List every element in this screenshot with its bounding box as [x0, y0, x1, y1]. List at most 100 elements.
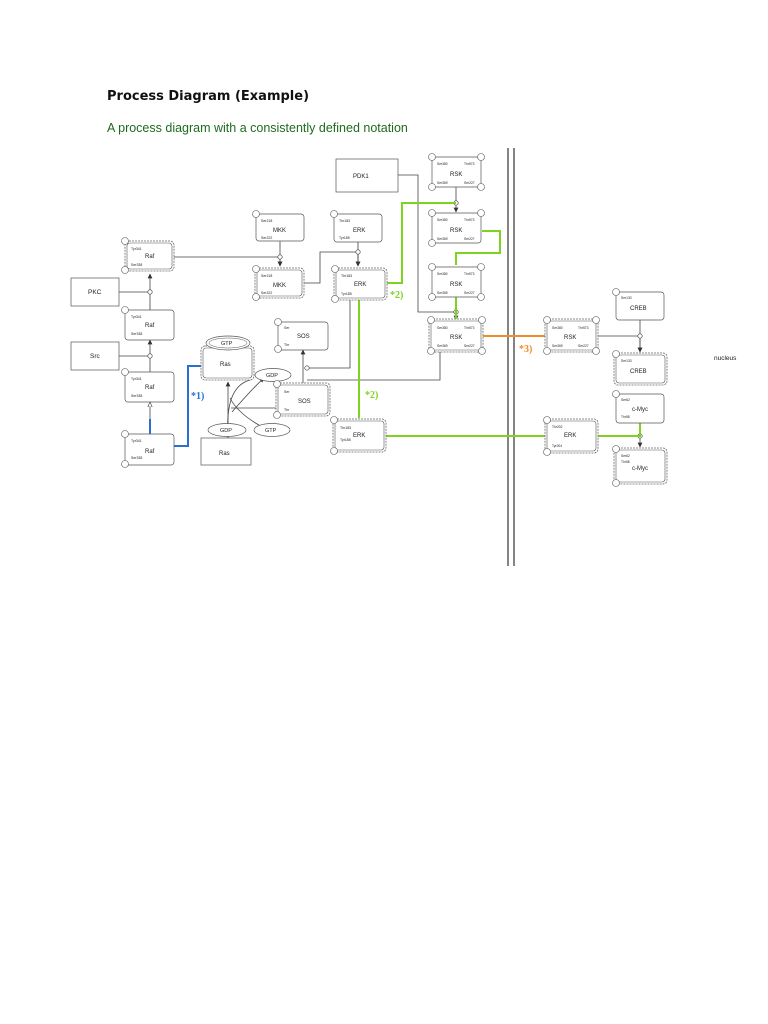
svg-text:SOS: SOS: [297, 334, 310, 340]
svg-text:Tyr341: Tyr341: [131, 377, 142, 381]
svg-text:ERK: ERK: [353, 228, 365, 234]
node-sos-2: Ser Thr SOS: [273, 380, 331, 419]
svg-text:Ser227: Ser227: [464, 181, 475, 185]
svg-text:Thr573: Thr573: [464, 326, 475, 330]
node-raf-3: Tyr341 Ser338 Raf: [121, 368, 175, 403]
node-rsk-nucleus: Ser380 Thr573 Ser369 Ser227 RSK: [543, 316, 600, 355]
node-src: Src: [70, 341, 120, 371]
node-erk-2: Thr183 Tyr185 ERK: [331, 265, 388, 303]
svg-text:Tyr185: Tyr185: [340, 438, 351, 442]
edge-rsk-misc: [307, 352, 441, 381]
svg-text:Tyr185: Tyr185: [339, 236, 350, 240]
svg-text:Tyr341: Tyr341: [131, 247, 142, 251]
svg-text:Ser380: Ser380: [437, 326, 448, 330]
svg-text:Ser227: Ser227: [464, 344, 475, 348]
node-rsk-1: Ser380 Thr573 Ser369 Ser227 RSK: [428, 153, 485, 191]
svg-text:Ser338: Ser338: [131, 263, 142, 267]
svg-text:SOS: SOS: [298, 399, 311, 405]
node-mkk-1: Ser218 Ser222 MKK: [252, 210, 305, 242]
catalysis-marker: [147, 353, 153, 359]
svg-text:RSK: RSK: [450, 172, 462, 178]
catalysis-marker: [277, 254, 283, 260]
svg-text:c-Myc: c-Myc: [632, 407, 648, 413]
page-title: Process Diagram (Example): [107, 89, 310, 104]
node-mkk-2: Ser218 Ser222 MKK: [252, 265, 305, 301]
svg-text:Raf: Raf: [145, 323, 155, 329]
catalysis-marker: [637, 333, 643, 339]
catalysis-marker: [304, 365, 310, 371]
svg-text:PKC: PKC: [88, 289, 102, 296]
svg-text:Ser: Ser: [284, 390, 290, 394]
svg-text:PDK1: PDK1: [353, 174, 369, 180]
svg-text:Ser62: Ser62: [621, 398, 630, 402]
svg-text:Ser380: Ser380: [437, 162, 448, 166]
node-gdp-bottom: GDP: [207, 423, 247, 437]
svg-text:Thr573: Thr573: [464, 218, 475, 222]
svg-text:ERK: ERK: [354, 282, 366, 288]
svg-text:Thr202: Thr202: [552, 425, 563, 429]
svg-text:GTP: GTP: [265, 428, 277, 434]
svg-text:Thr183: Thr183: [340, 426, 351, 430]
svg-text:Ser133: Ser133: [621, 296, 632, 300]
node-sos-1: Ser Thr SOS: [274, 318, 329, 353]
green-path-rsk-loop: [455, 230, 501, 265]
green-path-erk-rsk: [387, 202, 456, 284]
note-1-label: *1): [191, 391, 204, 402]
svg-text:Ser380: Ser380: [437, 218, 448, 222]
nucleus-label: nucleus: [714, 355, 737, 362]
node-cmyc-2: Ser62 Thr58 c-Myc: [612, 445, 668, 487]
svg-text:Ser338: Ser338: [131, 332, 142, 336]
node-cmyc-1: Ser62 Thr58 c-Myc: [612, 390, 665, 424]
svg-text:Ser227: Ser227: [464, 291, 475, 295]
svg-text:GDP: GDP: [266, 373, 278, 379]
node-pkc: PKC: [70, 277, 120, 307]
node-ras-inactive: Ras: [200, 437, 252, 466]
catalysis-marker: [355, 249, 361, 255]
node-rsk-4: Ser380 Thr573 Ser369 Ser227 RSK: [427, 316, 486, 355]
note-2-label: *2): [365, 390, 378, 401]
svg-text:Ser227: Ser227: [578, 344, 589, 348]
svg-text:Ser227: Ser227: [464, 237, 475, 241]
svg-text:CREB: CREB: [630, 369, 647, 375]
svg-text:Ser369: Ser369: [437, 291, 448, 295]
node-ras-active: GTP Ras: [200, 335, 255, 381]
svg-text:Thr573: Thr573: [464, 162, 475, 166]
svg-text:Raf: Raf: [145, 385, 155, 391]
svg-text:MKK: MKK: [273, 228, 286, 234]
svg-text:Thr: Thr: [284, 343, 290, 347]
svg-text:Ser380: Ser380: [552, 326, 563, 330]
node-erk-3: Thr183 Tyr185 ERK: [330, 416, 387, 455]
svg-text:Tyr204: Tyr204: [552, 444, 562, 448]
svg-text:MKK: MKK: [273, 283, 286, 289]
svg-text:ERK: ERK: [353, 433, 365, 439]
svg-text:CREB: CREB: [630, 306, 647, 312]
svg-text:Thr573: Thr573: [464, 272, 475, 276]
svg-text:RSK: RSK: [450, 335, 462, 341]
edge-gdp-release: [231, 377, 265, 413]
node-pdk1: PDK1: [335, 158, 399, 193]
svg-text:Tyr341: Tyr341: [131, 315, 142, 319]
node-rsk-2: Ser380 Thr573 Ser369 Ser227 RSK: [428, 209, 485, 247]
svg-text:Ser218: Ser218: [261, 219, 272, 223]
edge-pdk1-rsk: [398, 174, 459, 321]
svg-text:Thr573: Thr573: [578, 326, 589, 330]
svg-text:Thr: Thr: [284, 408, 290, 412]
svg-text:Thr183: Thr183: [341, 274, 352, 278]
node-raf-4: Tyr341 Ser338 Raf: [121, 430, 175, 468]
note-3-label: *3): [519, 344, 532, 355]
node-erk-1: Thr183 Tyr185 ERK: [330, 210, 383, 243]
node-raf-2: Tyr341 Ser338 Raf: [121, 306, 175, 341]
svg-text:Ser369: Ser369: [437, 181, 448, 185]
svg-text:GTP: GTP: [221, 341, 233, 347]
svg-text:Ras: Ras: [220, 362, 231, 368]
svg-text:RSK: RSK: [564, 335, 576, 341]
svg-text:Raf: Raf: [145, 254, 155, 260]
svg-text:Ser369: Ser369: [437, 237, 448, 241]
note-2-label: *2): [390, 290, 403, 301]
green-path-erk-cmyc: [598, 423, 641, 437]
svg-text:Ser369: Ser369: [552, 344, 563, 348]
svg-text:Ras: Ras: [219, 451, 230, 457]
edge-raf-mkk: [174, 256, 283, 267]
svg-text:c-Myc: c-Myc: [632, 466, 648, 472]
